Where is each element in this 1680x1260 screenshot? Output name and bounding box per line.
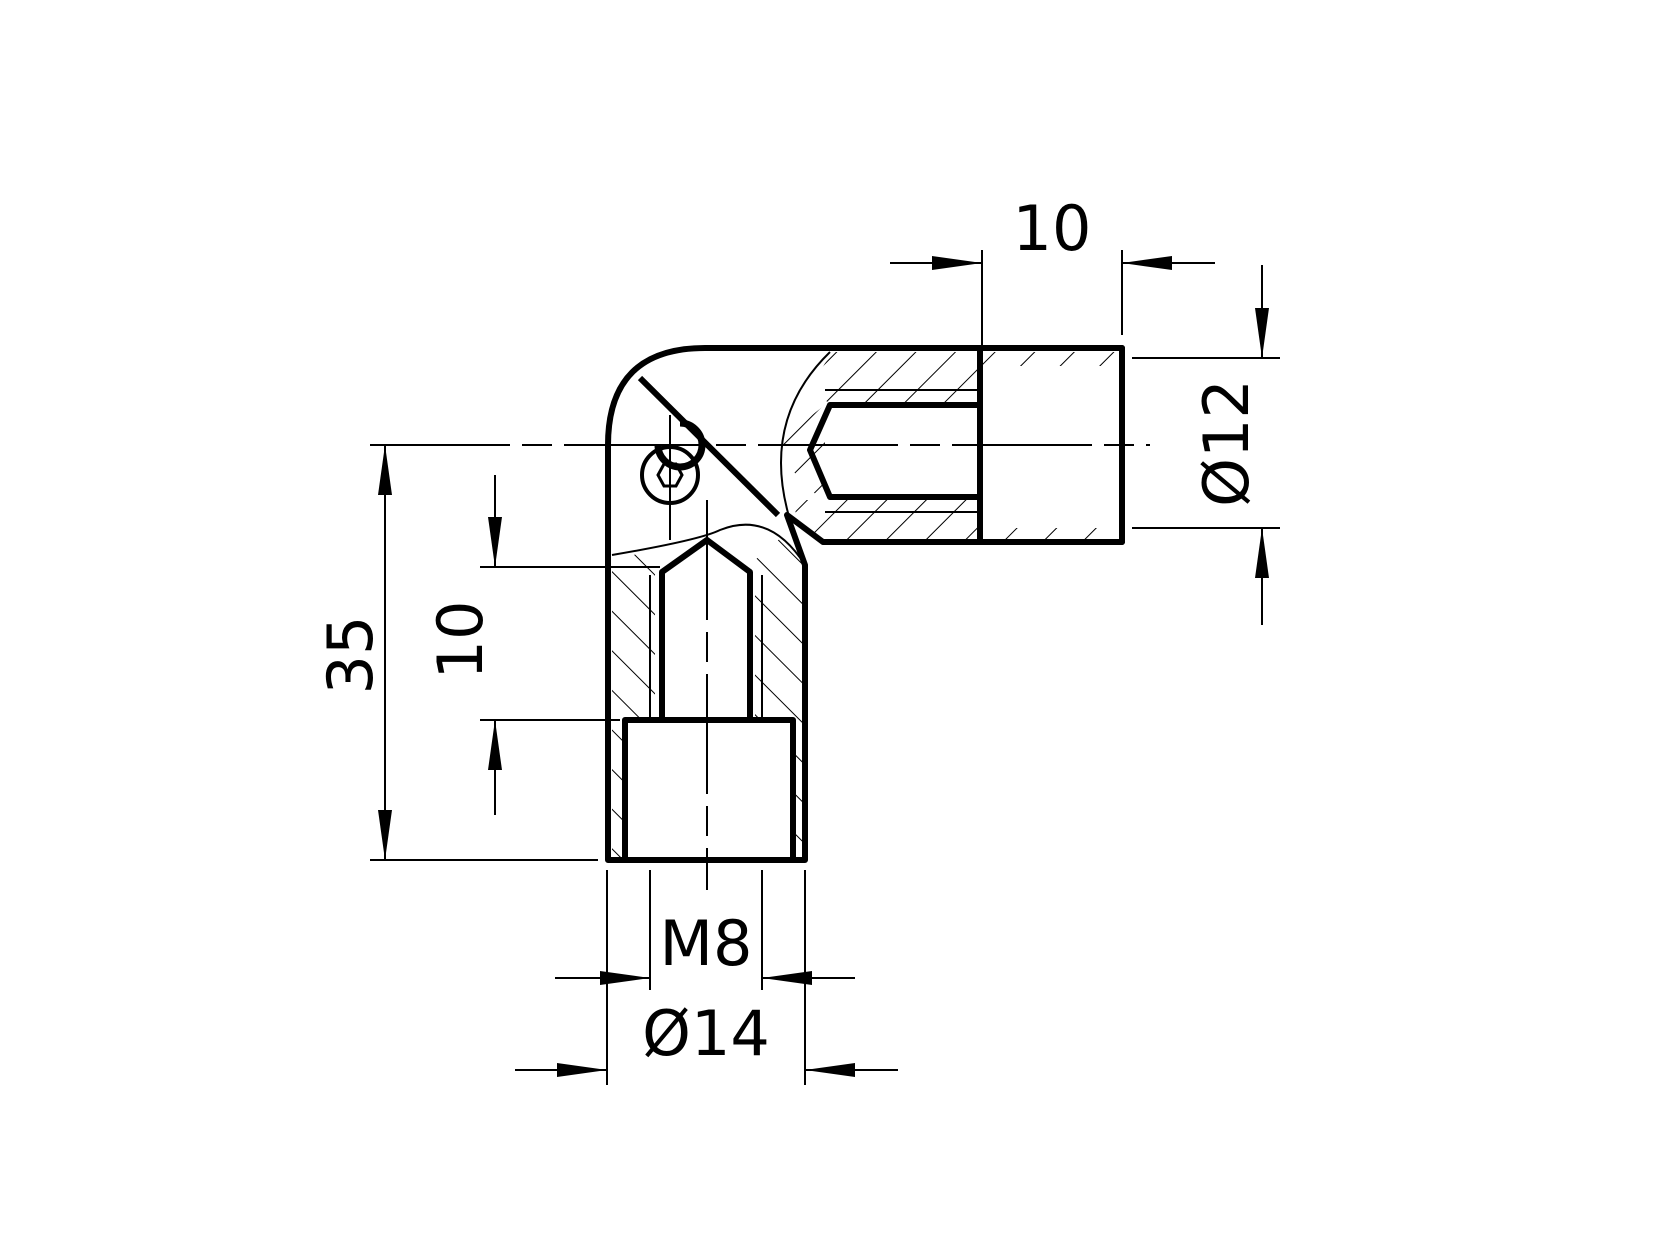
thin-lines <box>370 351 1150 890</box>
dim-bottom-depth-label: 10 <box>424 601 497 680</box>
dimension-bottom-diameter <box>515 870 898 1085</box>
dim-overall-height-label: 35 <box>314 616 387 695</box>
dimension-right-diameter <box>1132 265 1280 625</box>
dim-top-depth-label: 10 <box>1013 192 1092 265</box>
dim-right-diameter-label: Ø12 <box>1190 379 1263 507</box>
dimension-top-depth <box>890 250 1215 345</box>
dimension-thread <box>555 870 855 990</box>
dimension-overall-height <box>370 445 598 861</box>
dimension-bottom-depth <box>480 475 660 815</box>
dim-bottom-diameter-label: Ø14 <box>642 997 770 1070</box>
dim-thread-label: M8 <box>660 907 753 980</box>
hex-socket-set-screw-icon <box>640 419 706 505</box>
